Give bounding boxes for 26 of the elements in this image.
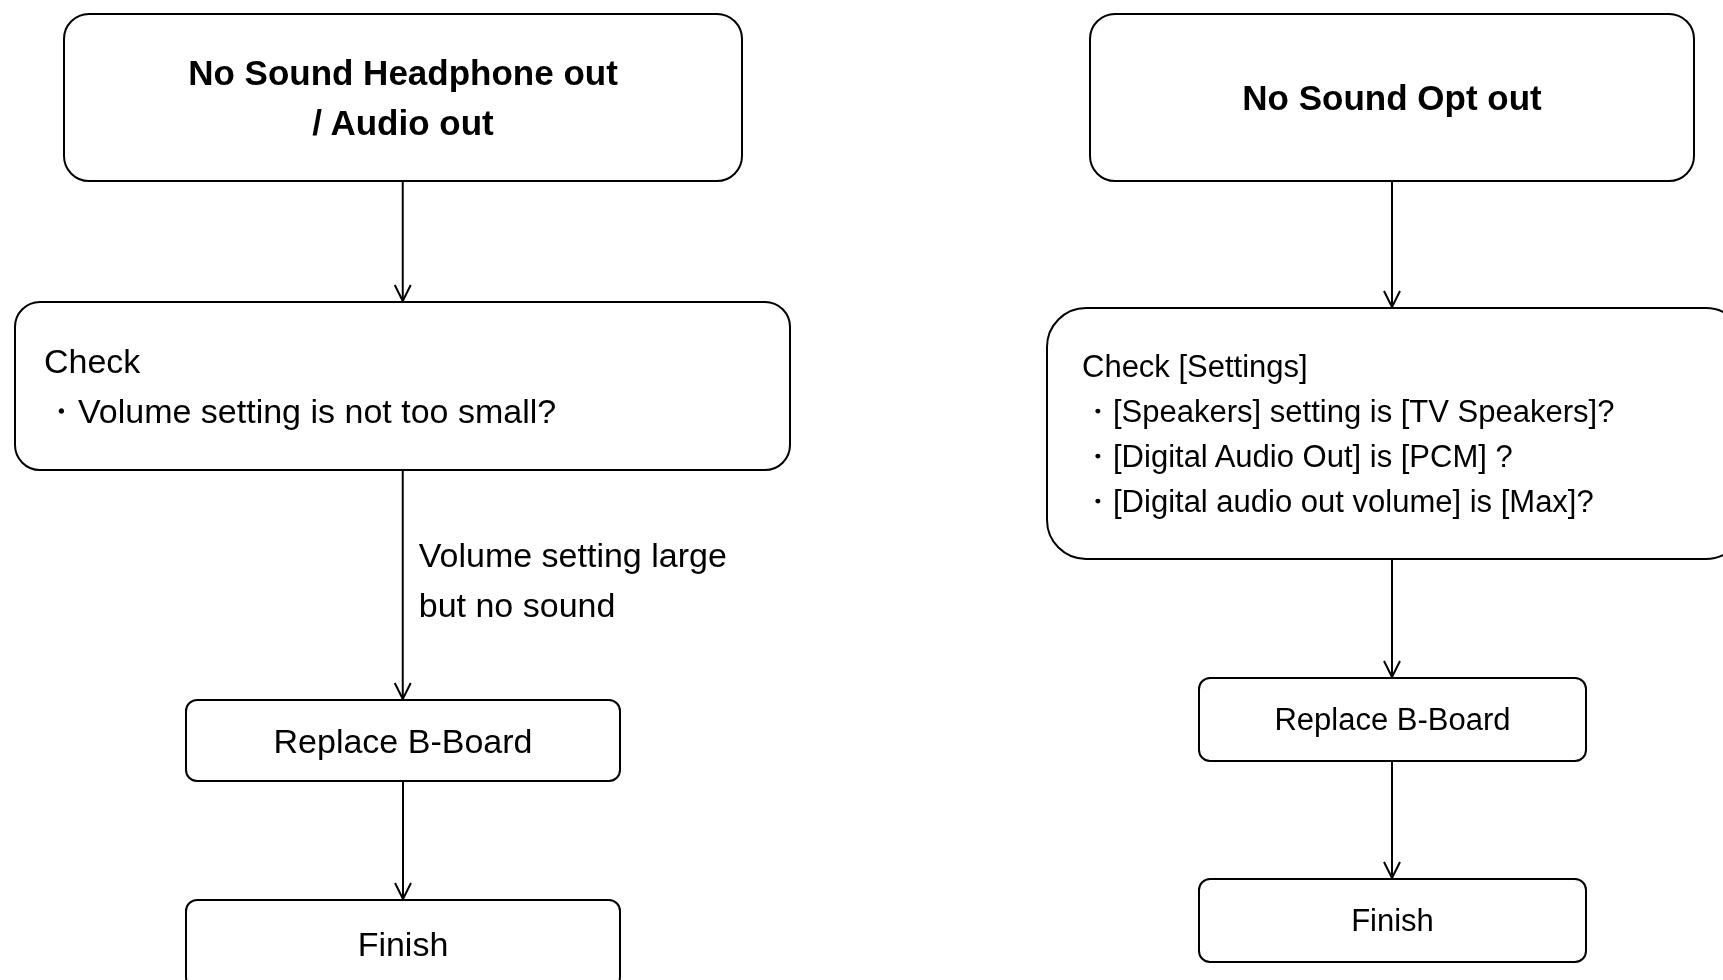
process-box <box>185 699 621 782</box>
heading-text: Check [Settings] <box>1082 347 1308 386</box>
step-text: No Sound Headphone out / Audio out <box>187 51 619 144</box>
bullet-item: ・Volume setting is not too small? <box>44 391 557 432</box>
end-box <box>185 899 621 980</box>
process-box <box>1198 677 1587 762</box>
step-text: No Sound Opt out <box>1242 76 1542 119</box>
start-box <box>63 13 743 182</box>
end-box <box>1198 878 1587 963</box>
bullet-item: ・[Digital Audio Out] is [PCM] ? <box>1082 437 1513 476</box>
step-text: Replace B-Board <box>273 720 533 762</box>
step-text: Finish <box>1351 901 1434 940</box>
arrow <box>394 781 412 900</box>
arrow <box>393 181 412 302</box>
bullet-item: ・[Speakers] setting is [TV Speakers]? <box>1082 392 1615 431</box>
check-box <box>1046 307 1723 560</box>
bullet-item: ・[Digital audio out volume] is [Max]? <box>1082 482 1594 521</box>
heading-text: Check <box>44 341 141 382</box>
step-text: Replace B-Board <box>1274 700 1511 739</box>
arrow <box>1383 559 1401 678</box>
start-box <box>1089 13 1695 182</box>
arrow <box>393 470 412 700</box>
step-text: Finish <box>357 924 449 965</box>
arrow <box>1383 181 1401 308</box>
arrow <box>1383 761 1401 879</box>
check-box <box>14 301 791 471</box>
